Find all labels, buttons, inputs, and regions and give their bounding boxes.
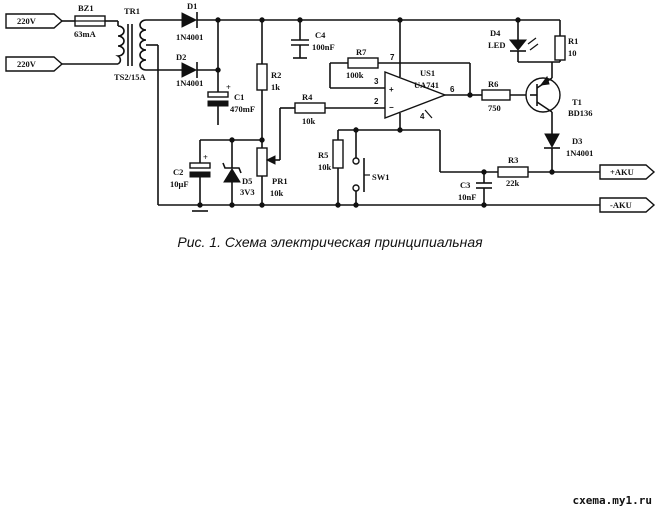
resistor-r7: R7 100k <box>330 47 471 95</box>
r6-ref: R6 <box>488 79 498 89</box>
d1-ref: D1 <box>187 1 197 11</box>
r3-ref: R3 <box>508 155 518 165</box>
tr1-value: TS2/15A <box>114 72 147 82</box>
r2-ref: R2 <box>271 70 281 80</box>
r7-value: 100k <box>346 70 364 80</box>
us1-pin2: 2 <box>374 97 379 106</box>
tr1-ref: TR1 <box>124 6 140 16</box>
us1-pin7: 7 <box>390 53 395 62</box>
resistor-r5: R5 10k <box>318 130 344 205</box>
r1-ref: R1 <box>568 36 578 46</box>
r4-value: 10k <box>302 116 316 126</box>
diode-d2: D2 1N4001 <box>176 52 218 88</box>
diode-d1: D1 1N4001 <box>176 1 218 42</box>
us1-pin6: 6 <box>450 85 455 94</box>
trimmer-pr1: PR1 10k <box>256 147 288 205</box>
svg-text:+: + <box>203 152 208 162</box>
r2-value: 1k <box>271 82 280 92</box>
r3-value: 22k <box>506 178 520 188</box>
r5-value: 10k <box>318 162 332 172</box>
svg-text:−: − <box>389 103 394 112</box>
mains-terminal-bottom: 220V <box>5 56 64 72</box>
c1-value: 470mF <box>230 104 255 114</box>
resistor-r2: R2 1k <box>256 20 281 148</box>
junction-dots <box>197 17 555 208</box>
r7-ref: R7 <box>356 47 367 57</box>
c2-value: 10μF <box>170 179 189 189</box>
r6-value: 750 <box>488 103 501 113</box>
r1-value: 10 <box>568 48 577 58</box>
led-d4: D4 LED <box>488 20 539 62</box>
r5-ref: R5 <box>318 150 328 160</box>
resistor-r4: R4 10k <box>280 92 385 126</box>
capacitor-c4: C4 100nF <box>291 20 335 59</box>
akku-minus-terminal: -AKU <box>599 197 656 213</box>
mains-terminal-top-label: 220V <box>17 16 37 26</box>
transformer-tr1: TR1 TS2/15A <box>114 6 182 82</box>
zener-d5: D5 3V3 <box>222 140 255 205</box>
site-watermark: cxema.my1.ru <box>572 494 652 507</box>
switch-sw1: SW1 <box>352 130 389 205</box>
pr1-ref: PR1 <box>272 176 288 186</box>
akku-plus-label: +AKU <box>610 167 634 177</box>
opamp-us1: + − US1 UA741 7 4 6 3 2 <box>374 20 470 130</box>
svg-text:+: + <box>389 85 394 94</box>
d2-ref: D2 <box>176 52 186 62</box>
us1-value: UA741 <box>414 80 439 90</box>
pr1-value: 10k <box>270 188 284 198</box>
capacitor-c2: + C2 10μF <box>170 140 211 212</box>
d4-ref: D4 <box>490 28 501 38</box>
diode-d3: D3 1N4001 <box>544 133 593 172</box>
transistor-t1: T1 BD136 <box>525 62 593 134</box>
capacitor-c1: + C1 470mF <box>207 70 255 125</box>
sw1-ref: SW1 <box>372 172 389 182</box>
mains-terminal-bottom-label: 220V <box>17 59 37 69</box>
d3-value: 1N4001 <box>566 148 593 158</box>
bz1-ref: BZ1 <box>78 3 94 13</box>
resistor-r6: R6 750 <box>470 79 530 113</box>
d5-ref: D5 <box>242 176 252 186</box>
fuse-bz1: BZ1 63mA <box>62 3 118 39</box>
resistor-r1: R1 10 <box>554 20 578 62</box>
d1-value: 1N4001 <box>176 32 203 42</box>
d4-value: LED <box>488 40 505 50</box>
svg-text:+: + <box>226 82 231 92</box>
t1-value: BD136 <box>568 108 593 118</box>
c4-ref: C4 <box>315 30 326 40</box>
d2-value: 1N4001 <box>176 78 203 88</box>
d5-value: 3V3 <box>240 187 255 197</box>
us1-pin4: 4 <box>420 112 425 121</box>
t1-ref: T1 <box>572 97 582 107</box>
us1-ref: US1 <box>420 68 435 78</box>
d3-ref: D3 <box>572 136 582 146</box>
akku-minus-label: -AKU <box>610 200 632 210</box>
r4-ref: R4 <box>302 92 313 102</box>
bz1-value: 63mA <box>74 29 97 39</box>
c3-value: 10nF <box>458 192 476 202</box>
mains-terminal-top: 220V <box>5 13 64 29</box>
c3-ref: C3 <box>460 180 470 190</box>
c4-value: 100nF <box>312 42 335 52</box>
figure-caption: Рис. 1. Схема электрическая принципиальн… <box>177 234 483 250</box>
c1-ref: C1 <box>234 92 244 102</box>
c2-ref: C2 <box>173 167 183 177</box>
us1-pin3: 3 <box>374 77 379 86</box>
resistor-r3: R3 22k <box>497 155 600 188</box>
capacitor-c3: C3 10nF <box>458 172 492 205</box>
akku-plus-terminal: +AKU <box>599 164 656 180</box>
